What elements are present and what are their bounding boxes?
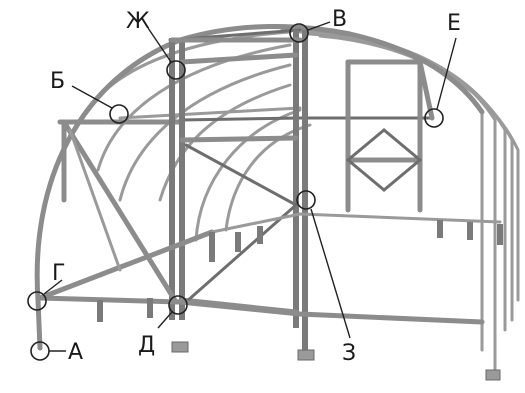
callout-V-circle bbox=[289, 23, 309, 43]
label-D: Д bbox=[138, 333, 155, 358]
ground-stakes bbox=[97, 220, 503, 381]
label-E: Е bbox=[447, 11, 461, 36]
callout-Z-circle bbox=[296, 190, 316, 210]
rear-window-frame bbox=[345, 59, 435, 213]
callout-B-circle bbox=[109, 104, 129, 124]
front-arch bbox=[34, 23, 485, 351]
callout-E-circle bbox=[424, 108, 444, 128]
callout-G-circle bbox=[27, 291, 47, 311]
labels: А Б В Г Д Е Ж З bbox=[50, 7, 461, 366]
label-B: Б bbox=[50, 69, 65, 94]
callout-D-circle bbox=[168, 295, 188, 315]
upper-beams bbox=[57, 106, 434, 125]
base-rails bbox=[177, 212, 502, 325]
label-Zh: Ж bbox=[126, 9, 150, 34]
label-Z: З bbox=[342, 341, 356, 366]
left-wall bbox=[37, 119, 215, 305]
label-V: В bbox=[332, 7, 347, 32]
leader-lines bbox=[43, 21, 457, 352]
label-A: А bbox=[68, 340, 83, 365]
callout-Zh-circle bbox=[166, 60, 186, 80]
label-G: Г bbox=[52, 261, 65, 286]
